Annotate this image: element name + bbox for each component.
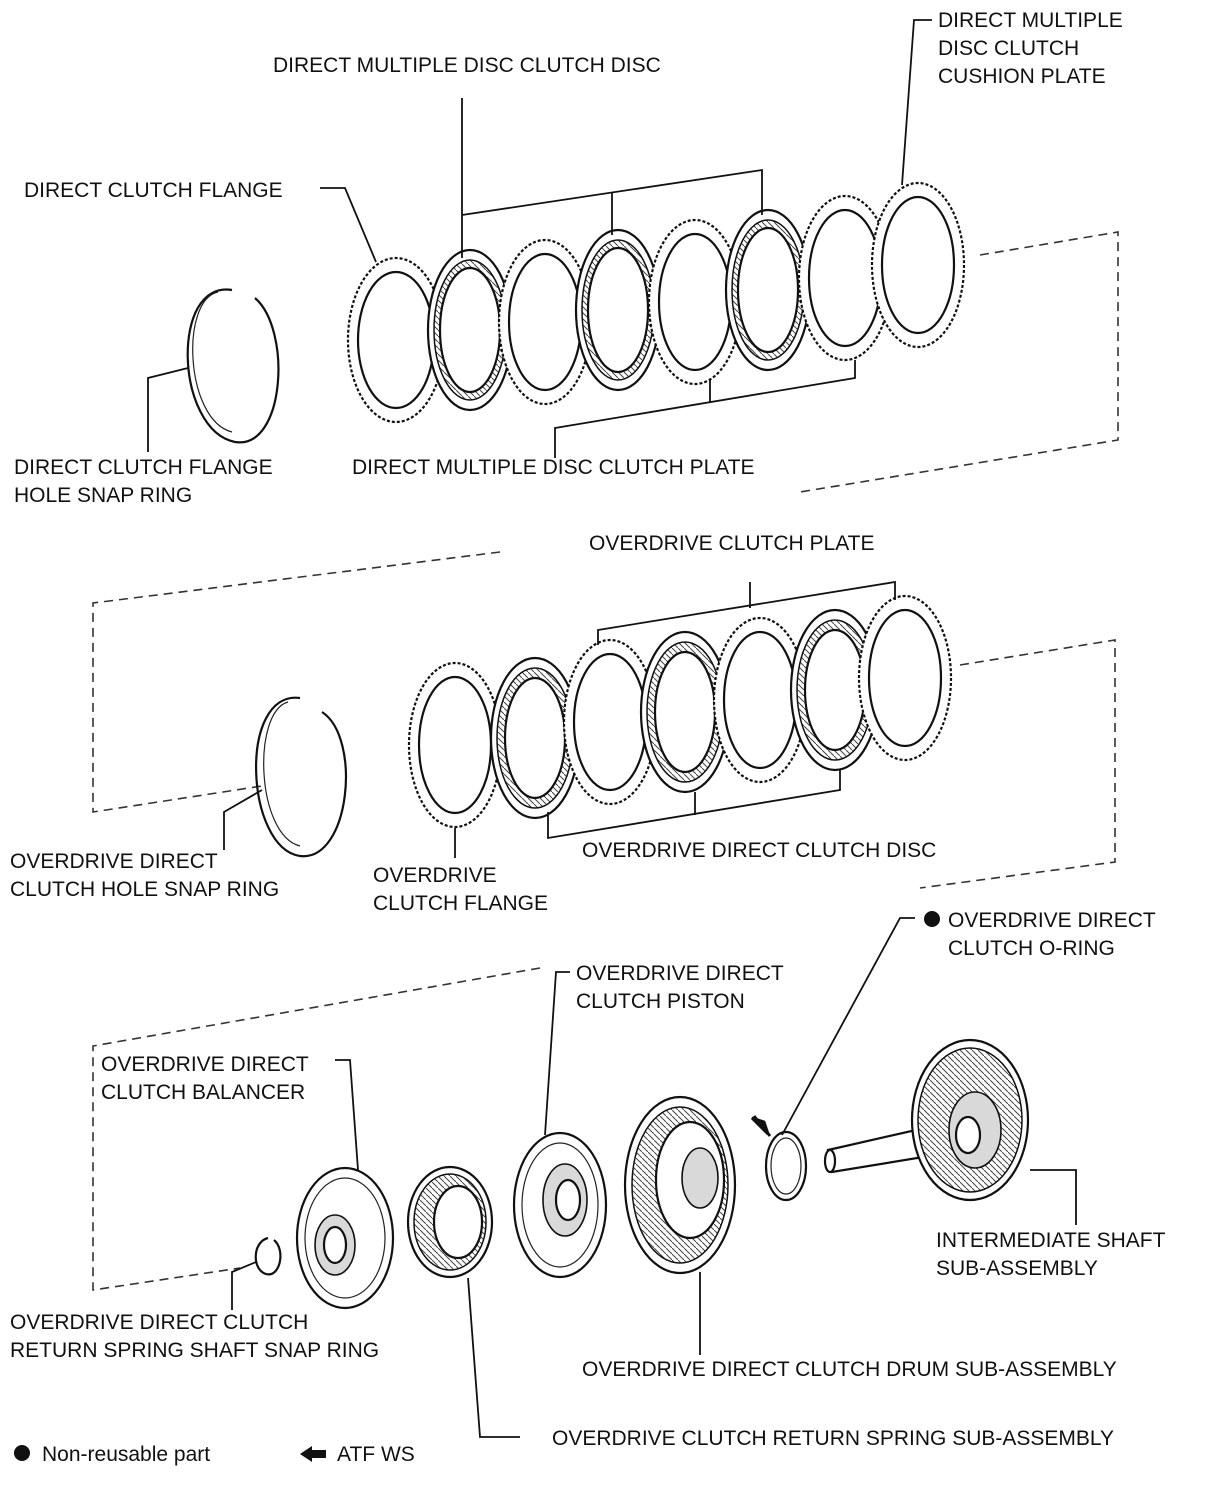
leader-intermediate-shaft	[1030, 1169, 1077, 1225]
legend-atf-label: ATF WS	[337, 1443, 415, 1466]
label-return-spring-shaft-snap-ring: OVERDRIVE DIRECT CLUTCH RETURN SPRING SH…	[10, 1311, 379, 1362]
leader-direct-clutch-flange	[320, 187, 377, 263]
legend-non-reusable-dot-icon	[14, 1445, 30, 1461]
label-od-disc: OVERDRIVE DIRECT CLUTCH DISC	[582, 839, 936, 862]
label-direct-disc: DIRECT MULTIPLE DISC CLUTCH DISC	[273, 54, 661, 77]
overdrive-direct-clutch-piston	[512, 1131, 608, 1279]
group-outline-middle-right	[919, 639, 1116, 889]
label-return-spring: OVERDRIVE CLUTCH RETURN SPRING SUB-ASSEM…	[552, 1427, 1114, 1450]
leader-od-snap-ring	[223, 789, 263, 850]
direct-disc-3	[724, 208, 812, 372]
overdrive-direct-clutch-o-ring	[764, 1130, 808, 1202]
leader-od-disc	[547, 770, 841, 840]
atf-arrow-icon	[750, 1115, 772, 1137]
overdrive-plate-3	[857, 594, 953, 762]
leader-direct-disc-bracket	[461, 168, 763, 216]
overdrive-direct-clutch-drum	[623, 1095, 737, 1275]
direct-disc-1	[426, 248, 514, 412]
overdrive-direct-clutch-hole-snap-ring	[255, 696, 348, 858]
group-outline-bottom	[92, 967, 541, 1291]
leader-direct-plate	[554, 360, 856, 458]
leader-overdrive-plate	[597, 580, 896, 645]
overdrive-disc-1	[489, 656, 581, 820]
legend-non-reusable-label: Non-reusable part	[42, 1443, 210, 1466]
label-balancer: OVERDRIVE DIRECT CLUTCH BALANCER	[101, 1053, 314, 1104]
group-outline-top	[799, 231, 1119, 493]
label-o-ring: OVERDRIVE DIRECT CLUTCH O-RING	[948, 909, 1161, 960]
leader-o-ring	[781, 917, 915, 1136]
label-od-flange: OVERDRIVE CLUTCH FLANGE	[373, 864, 548, 915]
legend-atf-arrow-icon	[300, 1446, 326, 1462]
label-od-snap-ring: OVERDRIVE DIRECT CLUTCH HOLE SNAP RING	[10, 850, 279, 901]
leader-return-spring-shaft-snap-ring	[231, 1261, 257, 1310]
leader-cushion-plate	[901, 19, 932, 186]
leader-snap-ring-top	[147, 367, 189, 452]
label-intermediate-shaft: INTERMEDIATE SHAFT SUB-ASSEMBLY	[936, 1229, 1171, 1280]
overdrive-disc-3	[789, 608, 881, 772]
label-drum: OVERDRIVE DIRECT CLUTCH DRUM SUB-ASSEMBL…	[582, 1358, 1117, 1381]
label-cushion-plate: DIRECT MULTIPLE DISC CLUTCH CUSHION PLAT…	[938, 9, 1129, 88]
overdrive-disc-2	[639, 630, 731, 794]
overdrive-plate-2	[712, 616, 808, 784]
label-direct-plate: DIRECT MULTIPLE DISC CLUTCH PLATE	[352, 456, 755, 479]
label-direct-clutch-flange: DIRECT CLUTCH FLANGE	[24, 179, 283, 202]
intermediate-shaft	[823, 1038, 1030, 1202]
overdrive-clutch-flange	[407, 661, 503, 829]
overdrive-direct-clutch-balancer	[295, 1166, 395, 1310]
overdrive-clutch-return-spring	[406, 1165, 494, 1279]
leader-piston	[544, 971, 570, 1136]
label-direct-flange-snap-ring: DIRECT CLUTCH FLANGE HOLE SNAP RING	[14, 456, 279, 507]
return-spring-shaft-snap-ring	[254, 1236, 282, 1276]
leader-balancer	[335, 1059, 359, 1171]
direct-cushion-plate	[870, 181, 966, 349]
non-reusable-dot-icon	[924, 911, 940, 927]
overdrive-plate-1	[562, 638, 658, 806]
legend: Non-reusable part ATF WS	[14, 1443, 415, 1466]
direct-disc-2	[574, 228, 662, 392]
direct-clutch-flange	[346, 256, 446, 424]
label-o-ring-group: OVERDRIVE DIRECT CLUTCH O-RING	[924, 909, 1161, 960]
label-overdrive-plate: OVERDRIVE CLUTCH PLATE	[589, 532, 875, 555]
group-outline-middle	[92, 551, 501, 813]
direct-plate-1	[497, 238, 593, 406]
direct-plate-2	[647, 218, 743, 386]
direct-clutch-flange-hole-snap-ring	[186, 288, 280, 444]
label-piston: OVERDRIVE DIRECT CLUTCH PISTON	[576, 962, 789, 1013]
leader-return-spring	[467, 1277, 520, 1438]
